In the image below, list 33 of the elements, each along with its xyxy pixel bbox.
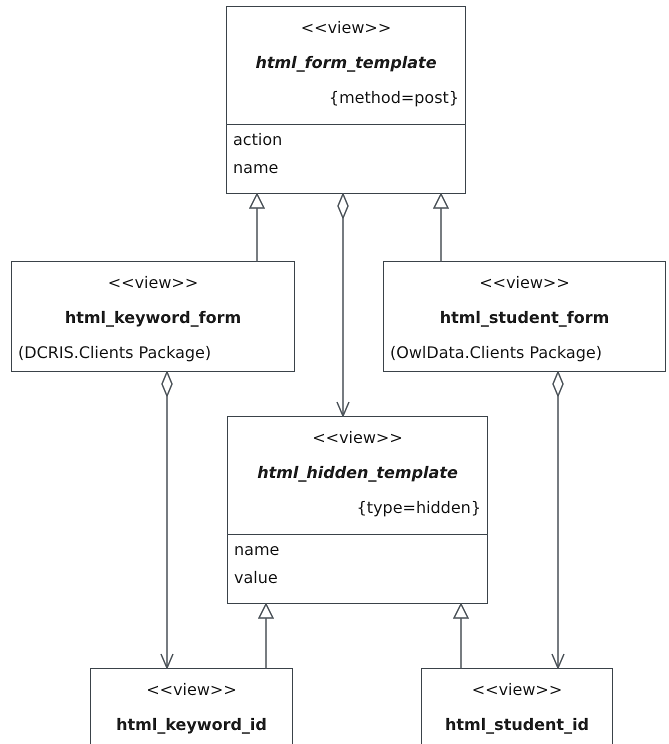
constraint-label: {type=hidden} xyxy=(356,497,481,519)
class-box xyxy=(11,261,295,372)
generalization-arrow xyxy=(258,603,274,668)
aggregation-arrow xyxy=(336,193,350,417)
package-label: (OwlData.Clients Package) xyxy=(390,342,602,364)
class-box xyxy=(226,6,466,194)
package-label: (DCRIS.Clients Package) xyxy=(18,342,212,364)
class-name: html_keyword_form xyxy=(64,307,242,329)
class-name: html_student_id xyxy=(444,714,590,736)
generalization-arrow xyxy=(249,193,265,261)
class-box xyxy=(227,416,488,604)
class-name: html_student_form xyxy=(440,307,610,329)
class-name: html_keyword_id xyxy=(116,714,267,736)
stereotype-label: <<view>> xyxy=(146,679,237,701)
attribute-label: name xyxy=(233,157,278,179)
aggregation-arrow xyxy=(551,371,565,669)
attribute-label: value xyxy=(234,567,278,589)
class-box xyxy=(421,668,613,744)
class-name: html_form_template xyxy=(255,52,437,74)
stereotype-label: <<view>> xyxy=(300,17,392,39)
generalization-arrow xyxy=(453,603,469,668)
attribute-label: name xyxy=(234,539,280,561)
attribute-label: action xyxy=(233,129,282,151)
constraint-label: {method=post} xyxy=(328,87,459,109)
stereotype-label: <<view>> xyxy=(108,272,198,294)
stereotype-label: <<view>> xyxy=(479,272,570,294)
class-name: html_hidden_template xyxy=(257,462,458,484)
aggregation-arrow xyxy=(160,371,174,669)
stereotype-label: <<view>> xyxy=(312,427,403,449)
generalization-arrow xyxy=(433,193,449,261)
class-box xyxy=(90,668,293,744)
stereotype-label: <<view>> xyxy=(472,679,562,701)
class-box xyxy=(383,261,666,372)
